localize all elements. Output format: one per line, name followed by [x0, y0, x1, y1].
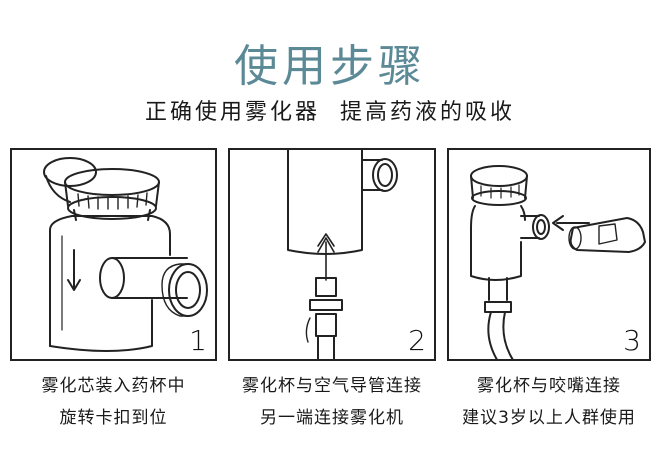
caption-line: 另一端连接雾化机 [260, 408, 404, 428]
caption-line: 旋转卡扣到位 [59, 408, 168, 428]
nebulizer-cup-illustration [43, 157, 208, 352]
air-tube-connection-illustration [287, 150, 398, 359]
caption-line: 建议3岁以上人群使用 [462, 408, 636, 428]
step-1-panel: 1 [10, 148, 217, 361]
step-2-panel: 2 [228, 148, 436, 361]
step-3-caption: 雾化杯与咬嘴连接 建议3岁以上人群使用 [447, 370, 651, 434]
step-number: 3 [623, 324, 641, 357]
caption-line: 雾化杯与咬嘴连接 [477, 376, 621, 396]
step-1-caption: 雾化芯装入药杯中 旋转卡扣到位 [10, 370, 217, 434]
step-2-caption: 雾化杯与空气导管连接 另一端连接雾化机 [228, 370, 436, 434]
step-number: 2 [408, 324, 426, 357]
mouthpiece-connection-illustration [470, 165, 646, 359]
page-title: 使用步骤 [234, 41, 426, 92]
step-number: 1 [189, 324, 207, 357]
caption-line: 雾化芯装入药杯中 [41, 376, 186, 396]
caption-line: 雾化杯与空气导管连接 [242, 376, 422, 396]
step-3-panel: 3 [447, 148, 651, 361]
page-subtitle: 正确使用雾化器 提高药液的吸收 [145, 100, 515, 125]
